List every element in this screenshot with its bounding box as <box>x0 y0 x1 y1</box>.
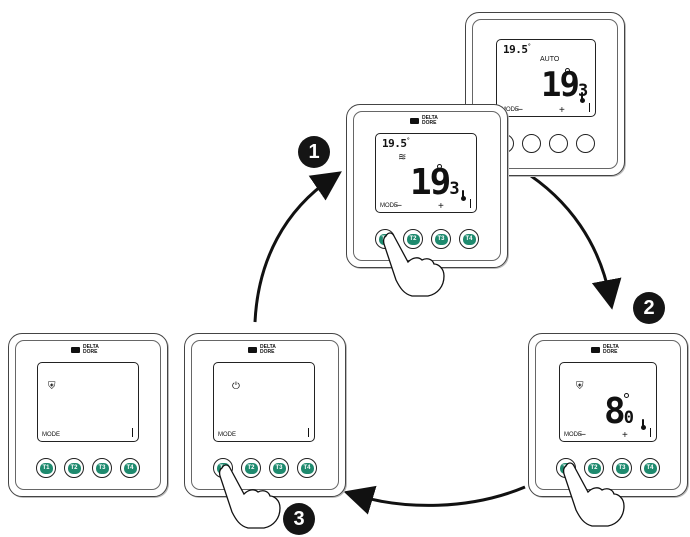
brand-name-line1: DELTA <box>83 344 99 350</box>
hand-pointer-icon <box>562 462 625 527</box>
thermometer-icon <box>579 92 585 103</box>
mode-auto-label: AUTO <box>540 56 560 63</box>
mode-label: MODE <box>42 432 60 438</box>
plus-label: + <box>438 201 444 212</box>
brand-name-line1: DELTA <box>260 344 276 350</box>
bar-indicator <box>649 428 651 437</box>
button-t4[interactable]: T4 <box>120 458 140 478</box>
lcd-screen: 19.5° ≋ 193 MODE – + <box>375 133 477 213</box>
thermostat-bezel <box>15 340 161 490</box>
button-t4[interactable]: T4 <box>640 458 660 478</box>
lcd-screen: ⛨ MODE <box>37 362 139 442</box>
lcd-screen: ⛨ 80 MODE – + <box>559 362 657 442</box>
button-t2[interactable]: T2 <box>64 458 84 478</box>
brand-name-line2: DORE <box>260 349 275 355</box>
temperature-readout: 193 <box>541 65 588 105</box>
brand-name-line1: DELTA <box>422 115 438 121</box>
minus-label: – <box>517 104 523 115</box>
minus-label: – <box>396 200 402 211</box>
step-badge-3: 3 <box>283 503 315 535</box>
button-t3[interactable]: T3 <box>92 458 112 478</box>
frost-protection-icon: ⛨ <box>576 381 584 392</box>
arrow-step2-to-step3 <box>343 485 526 515</box>
button-t2[interactable]: T2 <box>584 458 604 478</box>
step-badge-1: 1 <box>298 136 330 168</box>
brand-logo-mark <box>591 347 600 353</box>
thermostat-back: 19.5° AUTO 193 MODE – + <box>465 12 625 176</box>
mode-label: MODE <box>564 432 582 438</box>
minus-label: – <box>580 429 586 440</box>
hand-pointer-icon <box>218 464 281 529</box>
button-t1[interactable]: T1 <box>36 458 56 478</box>
button-t2[interactable]: T2 <box>403 229 423 249</box>
setpoint-readout: 19.5° <box>503 43 531 56</box>
lcd-screen: ⏻ MODE <box>213 362 315 442</box>
arrow-step1-to-step2 <box>521 168 622 310</box>
degree-symbol <box>624 393 629 398</box>
button-row: T1 T2 T3 T4 <box>9 458 167 478</box>
arrow-up-to-step1 <box>253 171 342 323</box>
brand-logo-mark <box>410 118 419 124</box>
thermometer-icon <box>460 190 466 201</box>
plus-label: + <box>622 430 628 441</box>
lcd-screen: 19.5° AUTO 193 MODE – + <box>496 39 596 117</box>
button-t3[interactable]: T3 <box>269 458 289 478</box>
temperature-readout: 193 <box>410 162 460 203</box>
button-t4[interactable]: T4 <box>459 229 479 249</box>
shield-settings-icon: ⛨ <box>48 381 56 392</box>
hand-pointer-icon <box>382 232 445 297</box>
mode-label: MODE <box>380 203 398 209</box>
button-t4[interactable]: T4 <box>297 458 317 478</box>
button-t2[interactable]: T2 <box>241 458 261 478</box>
thermostat-bezel <box>191 340 339 490</box>
mode-label: MODE <box>501 107 519 113</box>
thermometer-icon <box>640 419 646 430</box>
brand-name-line1: DELTA <box>603 344 619 350</box>
bar-indicator <box>588 103 590 112</box>
temperature-readout: 80 <box>604 391 634 432</box>
brand-name-line2: DORE <box>603 349 618 355</box>
thermostat-bezel <box>472 19 618 169</box>
degree-symbol <box>437 164 442 169</box>
degree-symbol <box>565 68 570 73</box>
bar-indicator <box>469 199 471 208</box>
button-t2[interactable] <box>522 134 541 153</box>
step-badge-2: 2 <box>633 292 665 324</box>
button-t3[interactable]: T3 <box>612 458 632 478</box>
button-t3[interactable] <box>549 134 568 153</box>
comfort-wave-icon: ≋ <box>398 152 407 163</box>
mode-label: MODE <box>218 432 236 438</box>
button-t4[interactable] <box>576 134 595 153</box>
brand-logo-mark <box>71 347 80 353</box>
brand-logo-mark <box>248 347 257 353</box>
button-t3[interactable]: T3 <box>431 229 451 249</box>
bar-indicator <box>131 428 133 437</box>
setpoint-readout: 19.5° <box>382 137 410 150</box>
plus-label: + <box>559 105 565 116</box>
brand-name-line2: DORE <box>422 120 437 126</box>
bar-indicator <box>307 428 309 437</box>
brand-name-line2: DORE <box>83 349 98 355</box>
power-standby-icon: ⏻ <box>232 381 240 392</box>
